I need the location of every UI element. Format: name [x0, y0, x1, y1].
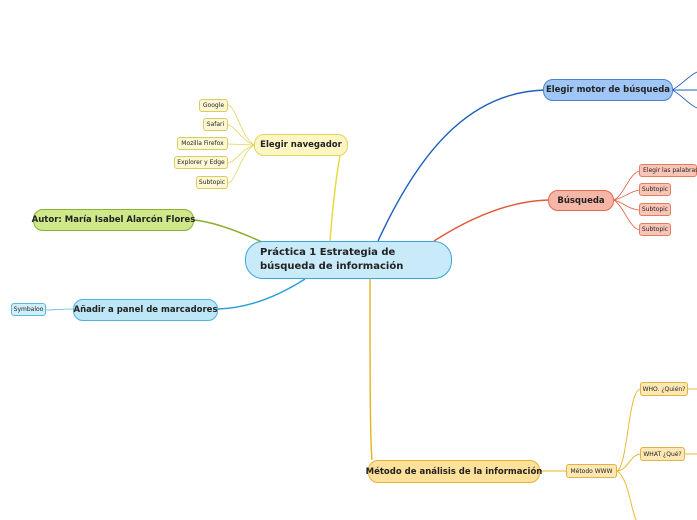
subtopic-busqueda[interactable]: Subtopic: [639, 223, 671, 236]
central-topic[interactable]: Práctica 1 Estrategia de búsqueda de inf…: [245, 241, 452, 279]
link-autor: [193, 219, 263, 243]
subtopic-metodo-www[interactable]: Método WWW: [566, 464, 617, 478]
link-bq-2: [613, 189, 641, 201]
link-navegador: [329, 155, 341, 242]
link-www-who: [616, 388, 641, 472]
topic-autor[interactable]: Autor: María Isabel Alarcón Flores: [32, 209, 195, 231]
subtopic-symbaloo[interactable]: Symbaloo: [11, 303, 46, 316]
subtopic-navegador[interactable]: Google: [199, 99, 228, 112]
subtopic-who[interactable]: WHO. ¿Quién?: [640, 382, 688, 396]
topic-busqueda[interactable]: Búsqueda: [548, 190, 614, 211]
subtopic-busqueda[interactable]: Subtopic: [639, 203, 671, 216]
link-nav-2: [227, 124, 256, 146]
link-www-what: [616, 453, 641, 472]
link-nav-5: [227, 144, 256, 184]
link-nav-1: [227, 104, 256, 146]
link-nav-4: [227, 144, 256, 164]
topic-elegir-motor[interactable]: Elegir motor de búsqueda: [543, 79, 673, 101]
subtopic-navegador[interactable]: Explorer y Edge: [174, 156, 228, 169]
topic-elegir-navegador[interactable]: Elegir navegador: [254, 134, 348, 156]
subtopic-busqueda[interactable]: Subtopic: [639, 183, 671, 196]
link-bq-4: [613, 199, 641, 231]
link-www-more: [616, 470, 637, 520]
link-motor-out1: [671, 71, 697, 91]
link-metodo: [369, 278, 373, 461]
link-bq-1: [613, 170, 641, 201]
link-nav-3: [227, 143, 256, 146]
link-symbaloo: [45, 308, 74, 311]
topic-anadir-marcadores[interactable]: Añadir a panel de marcadores: [73, 299, 218, 321]
subtopic-navegador[interactable]: Safari: [203, 118, 228, 131]
subtopic-busqueda[interactable]: Elegir las palabras: [639, 164, 697, 177]
link-motor-out3: [671, 89, 697, 109]
subtopic-navegador[interactable]: Mozilla Firefox: [177, 137, 228, 150]
topic-metodo-analisis[interactable]: Método de análisis de la información: [366, 460, 542, 483]
subtopic-what[interactable]: WHAT ¿Qué?: [640, 447, 685, 461]
link-motor: [377, 89, 546, 242]
subtopic-navegador[interactable]: Subtopic: [196, 176, 228, 189]
link-busqueda: [433, 199, 549, 242]
link-bq-3: [613, 199, 641, 211]
link-marcadores: [217, 278, 306, 310]
